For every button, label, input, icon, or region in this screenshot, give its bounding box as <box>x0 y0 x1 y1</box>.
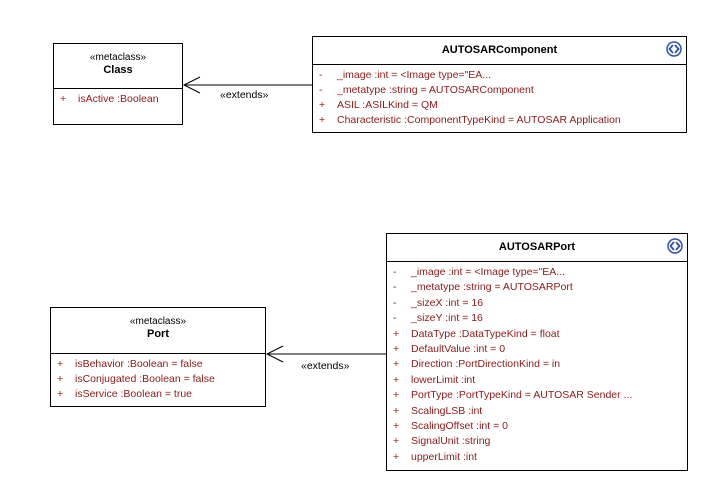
stereotype-badge-icon <box>666 41 682 57</box>
attribute-row: + DataType :DataTypeKind = float <box>387 327 687 342</box>
attribute-row: + isConjugated :Boolean = false <box>51 372 265 387</box>
visibility-marker: - <box>393 266 397 278</box>
autosar-port-box[interactable]: AUTOSARPort - _image :int = <Image type="… <box>386 233 688 471</box>
port-attributes: + isBehavior :Boolean = false + isConjug… <box>51 354 265 404</box>
visibility-marker: + <box>393 420 400 433</box>
attribute-text: isActive :Boolean <box>78 93 159 105</box>
visibility-marker: - <box>393 296 397 309</box>
attribute-text: ScalingLSB :int <box>411 404 483 417</box>
attribute-text: ASIL :ASILKind = QM <box>337 99 438 111</box>
autosar-component-name: AUTOSARComponent <box>441 44 558 56</box>
port-header: «metaclass» Port <box>51 308 265 354</box>
attribute-row: + isActive :Boolean <box>54 92 182 107</box>
attribute-row: - _image :int = <Image type="EA... <box>313 68 686 83</box>
visibility-marker: + <box>57 358 64 370</box>
attribute-text: _metatype :string = AUTOSARPort <box>411 281 573 294</box>
port-metaclass-box[interactable]: «metaclass» Port + isBehavior :Boolean =… <box>50 307 266 407</box>
visibility-marker: + <box>57 373 64 385</box>
attribute-row: + DefaultValue :int = 0 <box>387 342 687 357</box>
visibility-marker: + <box>57 388 64 400</box>
attribute-text: upperLimit :int <box>411 450 477 463</box>
class-stereotype: «metaclass» <box>89 52 147 63</box>
extends-label-2: «extends» <box>301 360 350 372</box>
attribute-text: _sizeY :int = 16 <box>411 312 483 325</box>
attribute-text: DataType :DataTypeKind = float <box>411 327 560 340</box>
attribute-row: + ASIL :ASILKind = QM <box>313 98 686 113</box>
attribute-row: + isBehavior :Boolean = false <box>51 357 265 372</box>
class-name: Class <box>103 64 133 76</box>
visibility-marker: + <box>393 435 400 448</box>
autosar-component-header: AUTOSARComponent <box>313 37 686 65</box>
visibility-marker: + <box>393 404 400 417</box>
port-name: Port <box>147 328 169 340</box>
class-header: «metaclass» Class <box>54 44 182 89</box>
autosar-port-name: AUTOSARPort <box>498 241 576 253</box>
attribute-text: _image :int = <Image type="EA... <box>337 69 492 81</box>
extends-edge-component-class <box>182 76 312 94</box>
attribute-text: isService :Boolean = true <box>75 388 193 400</box>
attribute-row: - _sizeY :int = 16 <box>387 311 687 326</box>
attribute-row: - _sizeX :int = 16 <box>387 296 687 311</box>
visibility-marker: + <box>319 99 326 111</box>
attribute-text: isBehavior :Boolean = false <box>75 358 203 370</box>
attribute-row: + isService :Boolean = true <box>51 387 265 402</box>
visibility-marker: - <box>319 69 323 81</box>
stereotype-badge-icon <box>667 238 683 254</box>
attribute-text: SignalUnit :string <box>411 435 491 448</box>
attribute-row: + ScalingOffset :int = 0 <box>387 419 687 434</box>
attribute-row: + PortType :PortTypeKind = AUTOSAR Sender… <box>387 388 687 403</box>
visibility-marker: - <box>393 312 397 325</box>
visibility-marker: - <box>319 84 323 96</box>
attribute-text: Direction :PortDirectionKind = in <box>411 358 561 371</box>
attribute-text: lowerLimit :int <box>411 373 476 386</box>
attribute-text: Characteristic :ComponentTypeKind = AUTO… <box>337 114 621 126</box>
attribute-row: + lowerLimit :int <box>387 373 687 388</box>
attribute-row: - _metatype :string = AUTOSARPort <box>387 280 687 295</box>
attribute-row: - _image :int = <Image type="EA... <box>387 265 687 280</box>
visibility-marker: + <box>393 373 400 386</box>
attribute-text: ScalingOffset :int = 0 <box>411 420 508 433</box>
attribute-text: PortType :PortTypeKind = AUTOSAR Sender … <box>411 389 633 402</box>
attribute-text: _sizeX :int = 16 <box>411 296 484 309</box>
attribute-text: DefaultValue :int = 0 <box>411 343 506 356</box>
attribute-row: + ScalingLSB :int <box>387 404 687 419</box>
visibility-marker: - <box>393 281 397 294</box>
extends-label-1: «extends» <box>220 89 269 101</box>
autosar-component-box[interactable]: AUTOSARComponent - _image :int = <Image … <box>312 36 687 133</box>
visibility-marker: + <box>393 389 400 402</box>
autosar-port-attributes: - _image :int = <Image type="EA... - _meta… <box>387 262 687 467</box>
attribute-row: + upperLimit :int <box>387 450 687 465</box>
visibility-marker: + <box>319 114 326 126</box>
attribute-row: + SignalUnit :string <box>387 434 687 449</box>
visibility-marker: + <box>393 327 400 340</box>
visibility-marker: + <box>393 450 400 463</box>
class-attributes: + isActive :Boolean <box>54 89 182 109</box>
visibility-marker: + <box>393 343 400 356</box>
attribute-row: - _metatype :string = AUTOSARComponent <box>313 83 686 98</box>
attribute-row: + Characteristic :ComponentTypeKind = AU… <box>313 113 686 128</box>
attribute-row: + Direction :PortDirectionKind = in <box>387 357 687 372</box>
extends-edge-port-port <box>265 345 386 363</box>
attribute-text: _metatype :string = AUTOSARComponent <box>337 84 534 96</box>
autosar-component-attributes: - _image :int = <Image type="EA... - _me… <box>313 65 686 130</box>
attribute-text: _image :int = <Image type="EA... <box>411 266 566 278</box>
class-metaclass-box[interactable]: «metaclass» Class + isActive :Boolean <box>53 43 183 125</box>
visibility-marker: + <box>393 358 400 371</box>
attribute-text: isConjugated :Boolean = false <box>75 373 215 385</box>
autosar-port-header: AUTOSARPort <box>387 234 687 262</box>
visibility-marker: + <box>60 93 67 105</box>
port-stereotype: «metaclass» <box>129 316 187 327</box>
